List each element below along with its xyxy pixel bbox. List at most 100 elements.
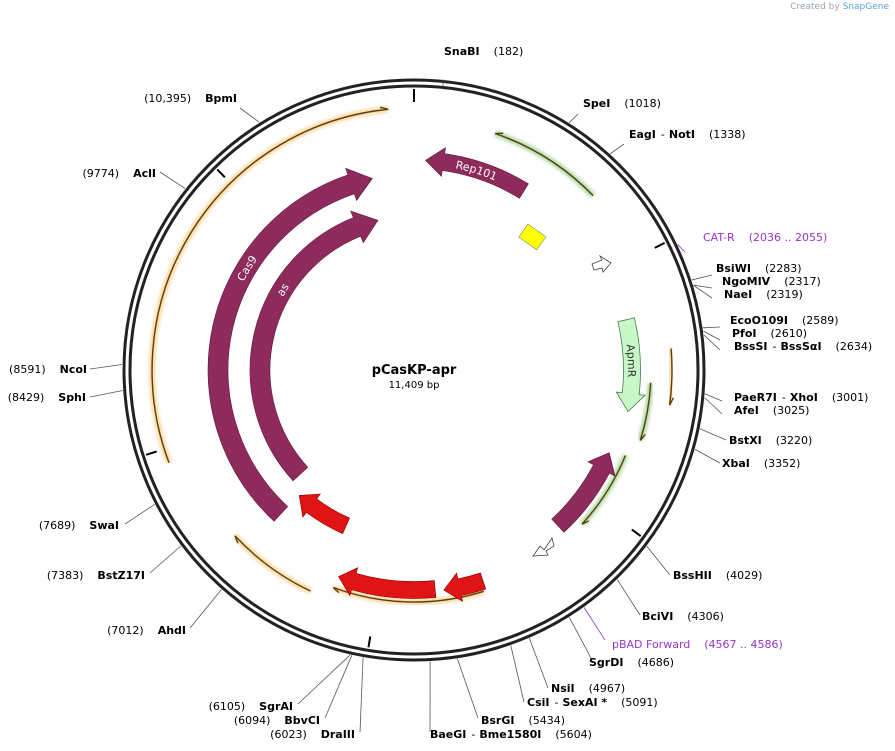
- feature-beta: [338, 567, 437, 599]
- site-draiii-pos: (6023): [270, 728, 307, 741]
- site-pbad-forward-pos: (4567 .. 4586): [704, 638, 783, 651]
- site-leader-bstz17i: [149, 545, 182, 574]
- site-cat-r-name: CAT-R: [703, 231, 735, 244]
- site-ngomiv-name: NgoMIV: [722, 275, 771, 288]
- scale-tick-6000: [367, 636, 372, 648]
- site-spei-name: SpeI: [583, 97, 610, 110]
- site-csii-pos: (5091): [621, 696, 658, 709]
- attribution-prefix: Created by: [790, 2, 840, 12]
- site-leader-bsssi: [703, 334, 721, 351]
- scale-tick-10000: [216, 168, 226, 178]
- site-bbvci-pos: (6094): [234, 714, 271, 727]
- site-paer7i-pos: (3001): [832, 391, 869, 404]
- primer-head-orange-2: [234, 535, 239, 544]
- site-paer7i-sep: -: [782, 391, 786, 404]
- site-leader-draiii: [359, 657, 364, 733]
- site-bsiwi-name: BsiWI: [716, 262, 751, 275]
- site-leader-swai: [124, 503, 155, 525]
- site-label-naei: NaeI (2319): [724, 288, 803, 301]
- site-label-ahdi: (7012) AhdI: [107, 624, 186, 637]
- site-afei-name: AfeI: [734, 404, 759, 417]
- feature-cas9-outer: [207, 167, 373, 522]
- site-ecoo109i-pos: (2589): [802, 314, 839, 327]
- site-bstxi-pos: (3220): [776, 434, 813, 447]
- feature-cas9-inner: [249, 210, 379, 482]
- site-naei-pos: (2319): [766, 288, 803, 301]
- site-leader-sgrai: [297, 654, 351, 705]
- site-bbvci-name: BbvCI: [284, 714, 320, 727]
- site-bsssi-sep: -: [773, 340, 777, 353]
- site-label-xbai: XbaI(3352): [722, 457, 800, 470]
- site-leader-sgrdi: [568, 617, 593, 661]
- site-spei-pos: (1018): [624, 97, 661, 110]
- site-swai-name: SwaI: [89, 519, 119, 532]
- site-leader-ngomiv: [693, 284, 713, 289]
- site-bpmi-pos: (10,395): [144, 92, 191, 105]
- site-label-bstz17i: (7383)BstZ17I: [47, 569, 145, 582]
- feature-arac: [551, 452, 616, 533]
- site-label-sgrai: (6105)SgrAI: [209, 700, 293, 713]
- site-ahdi-pos: (7012): [107, 624, 144, 637]
- site-naei-name: NaeI: [724, 288, 752, 301]
- site-label-bsrgi: BsrGI (5434): [481, 714, 565, 727]
- site-leader-spei: [568, 113, 579, 123]
- site-paer7i-name: PaeR7I: [734, 391, 777, 404]
- site-sphi-pos: (8429): [8, 391, 45, 404]
- site-acli-name: AclI: [133, 167, 156, 180]
- site-ahdi-name: AhdI: [158, 624, 186, 637]
- site-baegi-name: BaeGI: [430, 728, 466, 741]
- site-nsii-name: NsiI: [551, 682, 575, 695]
- site-pfoi-pos: (2610): [771, 327, 808, 340]
- site-bstz17i-name: BstZ17I: [97, 569, 145, 582]
- site-leader-ecoo109i: [702, 326, 721, 329]
- site-leader-pfoi: [703, 330, 721, 341]
- site-bsrgi-name: BsrGI: [481, 714, 514, 727]
- site-label-csii: CsiI-SexAI *(5091): [527, 696, 658, 709]
- site-ncoi-pos: (8591): [9, 363, 46, 376]
- site-bsshii-pos: (4029): [726, 569, 763, 582]
- site-sgrai-pos: (6105): [209, 700, 246, 713]
- site-baegi-pos: (5604): [555, 728, 592, 741]
- site-label-swai: (7689) SwaI: [39, 519, 119, 532]
- site-leader-bbvci: [324, 655, 353, 719]
- site-leader-sphi: [89, 390, 123, 398]
- site-leader-ncoi: [89, 364, 123, 370]
- site-cat-r-pos: (2036 .. 2055): [749, 231, 828, 244]
- primer-green-2: [639, 382, 652, 441]
- site-sgrdi-pos: (4686): [637, 656, 674, 669]
- site-leader-naei: [693, 285, 713, 299]
- site-ngomiv-pos: (2317): [784, 275, 821, 288]
- site-bstxi-name: BstXI: [729, 434, 762, 447]
- site-label-bcivi: BciVI(4306): [642, 610, 724, 623]
- site-bsrgi-pos: (5434): [528, 714, 565, 727]
- site-ncoi-name: NcoI: [60, 363, 87, 376]
- site-bsssi-name2: BssSαI: [780, 340, 821, 353]
- feature-gam: [443, 572, 487, 603]
- site-leader-eagi: [609, 143, 625, 155]
- site-leader-bstxi: [699, 428, 727, 441]
- scale-tick-2000: [654, 242, 666, 249]
- site-snabi-name: SnaBI: [444, 45, 480, 58]
- site-leader-bsiwi: [691, 274, 713, 281]
- site-bsssi-pos: (2634): [836, 340, 873, 353]
- site-baegi-name2: Bme1580I: [479, 728, 541, 741]
- site-baegi-sep: -: [471, 728, 475, 741]
- site-leader-paer7i: [704, 393, 723, 402]
- site-swai-pos: (7689): [39, 519, 76, 532]
- site-nsii-pos: (4967): [589, 682, 626, 695]
- primer-orange-4: [668, 348, 673, 406]
- site-leader-csii: [510, 645, 525, 703]
- site-label-bbvci: (6094) BbvCI: [234, 714, 320, 727]
- feature-exo: [298, 493, 350, 535]
- plasmid-length: 11,409 bp: [389, 380, 440, 391]
- backbone-inner-ring: [128, 84, 700, 656]
- site-pfoi-name: PfoI: [732, 327, 757, 340]
- site-leader-cat-r: [677, 244, 686, 253]
- site-eagi-pos: (1338): [709, 128, 746, 141]
- site-label-pbad-forward: pBAD Forward(4567 .. 4586): [612, 638, 783, 651]
- feature-rep101: [425, 147, 529, 199]
- site-leader-pbad-forward: [583, 607, 606, 641]
- site-draiii-name: DraIII: [321, 728, 355, 741]
- site-label-bsiwi: BsiWI(2283): [716, 262, 802, 275]
